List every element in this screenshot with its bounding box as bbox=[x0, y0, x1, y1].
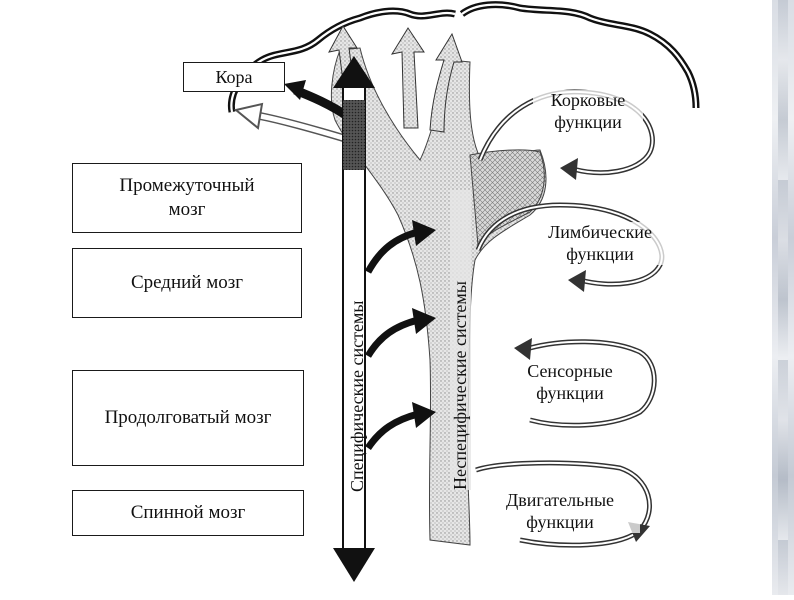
sensory-functions-label: Сенсорные функции bbox=[505, 361, 635, 405]
medulla-label: Продолговатый мозг bbox=[104, 407, 272, 429]
sensory-functions-loop-head bbox=[514, 338, 532, 360]
specific-system-top-head bbox=[333, 56, 375, 88]
midbrain-box: Средний мозг bbox=[72, 248, 302, 318]
specific-system-bottom-head bbox=[333, 548, 375, 582]
specific-to-nonspecific-arrow-2-head bbox=[412, 308, 436, 334]
medulla-box: Продолговатый мозг bbox=[72, 370, 304, 466]
arrow-to-cortex-outline-head bbox=[233, 102, 264, 130]
specific-to-nonspecific-arrow-1 bbox=[364, 228, 419, 274]
background-decor-strip bbox=[772, 0, 794, 595]
specific-to-nonspecific-arrow-3 bbox=[365, 410, 419, 451]
specific-system-shade bbox=[343, 100, 365, 170]
specific-to-nonspecific-arrow-1-head bbox=[412, 220, 436, 246]
limbic-functions-label: Лимбические функции bbox=[520, 222, 680, 266]
sensory-functions-loop-inner bbox=[529, 340, 656, 427]
specific-to-nonspecific-arrow-2 bbox=[364, 316, 419, 358]
specific-to-nonspecific-arrow-3-head bbox=[412, 402, 436, 428]
diencephalon-box: Промежуточный мозг bbox=[72, 163, 302, 233]
cortical-functions-loop-head bbox=[560, 158, 578, 180]
midbrain-label: Средний мозг bbox=[130, 272, 244, 294]
cortex-box: Кора bbox=[183, 62, 285, 92]
specific-systems-label: Специфические системы bbox=[347, 300, 367, 493]
motor-functions-label: Двигательные функции bbox=[480, 490, 640, 534]
cortical-functions-label: Корковые функции bbox=[533, 90, 643, 134]
diencephalon-label: Промежуточный мозг bbox=[119, 175, 255, 220]
upward-arrow-right bbox=[429, 32, 463, 133]
background-decor-strip-inner bbox=[778, 0, 788, 595]
nonspecific-system-crosshatch bbox=[469, 149, 545, 247]
limbic-functions-loop-head bbox=[568, 270, 586, 292]
cortex-label: Кора bbox=[215, 66, 253, 87]
nonspecific-systems-label: Неспецифические системы bbox=[450, 190, 471, 490]
arrow-to-cortex-outline-inner bbox=[259, 113, 351, 143]
arrow-to-cortex-box-head bbox=[284, 80, 306, 100]
cortex-outline-right-inner bbox=[461, 3, 698, 109]
spinal-cord-box: Спинной мозг bbox=[72, 490, 304, 536]
spinal-cord-label: Спинной мозг bbox=[130, 502, 246, 524]
upward-arrow-center bbox=[390, 27, 425, 129]
motor-functions-loop-inner bbox=[475, 461, 651, 547]
